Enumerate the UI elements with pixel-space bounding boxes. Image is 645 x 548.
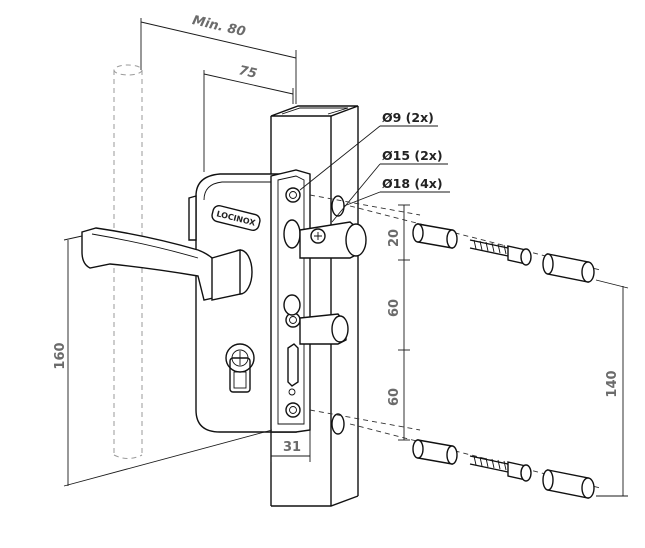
callout-phi9: Ø9 (2x) [299, 110, 438, 191]
dim-label-20: 20 [387, 229, 402, 247]
dim-label-min-80: Min. 80 [191, 13, 247, 40]
dimension-140: 140 [595, 279, 629, 497]
dim-label-160: 160 [53, 342, 68, 369]
dim-label-60-lower: 60 [387, 388, 402, 406]
callout-phi15: Ø15 (2x) [331, 148, 448, 223]
fixing-kit-lower [412, 439, 595, 499]
dimension-75: 75 [203, 63, 294, 172]
lever-handle [81, 227, 253, 301]
dim-label-60-upper: 60 [387, 299, 402, 317]
dim-label-31: 31 [283, 440, 301, 455]
callout-label-phi18: Ø18 (4x) [382, 176, 443, 191]
dimension-min-80: Min. 80 [140, 13, 297, 104]
latch-bolt [299, 221, 367, 345]
dimension-chain: 20 60 60 [387, 204, 410, 441]
centerlines [309, 194, 601, 489]
locinox-logo: LOCINOX [211, 205, 261, 231]
callout-label-phi15: Ø15 (2x) [382, 148, 443, 163]
callout-phi18: Ø18 (4x) [343, 176, 450, 207]
dim-label-75: 75 [237, 63, 258, 82]
dimension-31: 31 [270, 430, 311, 462]
callout-label-phi9: Ø9 (2x) [382, 110, 434, 125]
cylinder-hole [225, 343, 255, 393]
dim-label-140: 140 [605, 370, 620, 397]
front-plate [270, 169, 311, 433]
fixing-kit-upper [412, 223, 595, 283]
dimension-160: 160 [53, 235, 273, 487]
